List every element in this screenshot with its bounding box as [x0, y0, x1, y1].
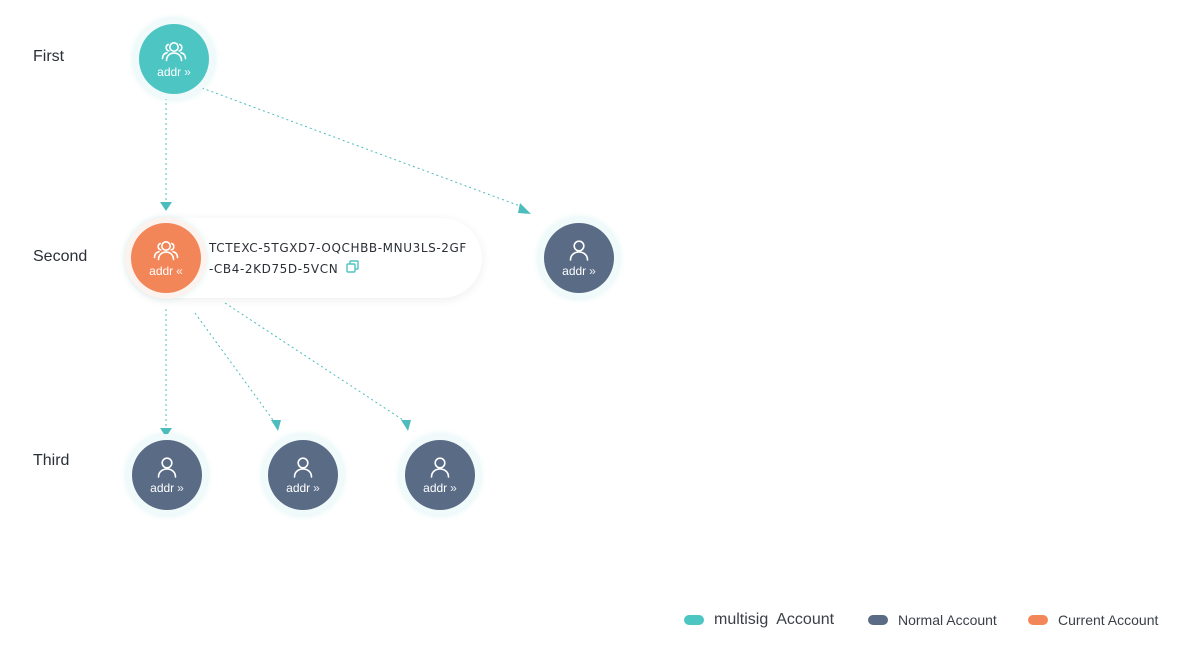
copy-icon[interactable]: [346, 259, 359, 280]
node-addr-label: addr: [423, 480, 448, 495]
node-addr-label: addr: [286, 480, 311, 495]
node-addr-label: addr: [157, 64, 182, 79]
node-third-normal-3[interactable]: addr »: [399, 434, 481, 516]
node-first-multisig[interactable]: addr »: [133, 18, 215, 100]
users-icon: [153, 239, 179, 261]
edge-second-to-third-2: [194, 312, 274, 421]
level-label-third: Third: [33, 452, 70, 469]
user-icon: [156, 456, 178, 478]
node-third-normal-2[interactable]: addr »: [262, 434, 344, 516]
arrowhead-second-to-third-3: [401, 420, 411, 431]
double-chevron-left-icon[interactable]: «: [176, 263, 183, 278]
legend-swatch-current: [1028, 615, 1048, 625]
legend-label-normal: Normal Account: [898, 612, 997, 628]
legend-swatch-multisig: [684, 615, 704, 625]
edge-first-to-second-right: [201, 87, 521, 207]
users-icon: [161, 40, 187, 62]
node-addr-label: addr: [150, 480, 175, 495]
legend-current: Current Account: [1028, 611, 1158, 629]
node-addr-label: addr: [562, 263, 587, 278]
double-chevron-right-icon[interactable]: »: [313, 480, 320, 495]
legend-label-multisig: multisig Account: [714, 611, 835, 628]
edge-second-to-third-3: [224, 302, 404, 421]
node-third-normal-1[interactable]: addr »: [126, 434, 208, 516]
arrowhead-first-to-second-right: [518, 203, 531, 214]
current-account-address: TCTEXC-5TGXD7-OQCHBB-MNU3LS-2GF-CB4-2KD7…: [209, 241, 467, 276]
legend-normal: Normal Account: [868, 611, 997, 629]
legend-label-current: Current Account: [1058, 612, 1159, 628]
current-account-card: addr « TCTEXC-5TGXD7-OQCHBB-MNU3LS-2GF-C…: [125, 217, 482, 299]
user-icon: [292, 456, 314, 478]
arrowhead-first-to-second: [160, 202, 172, 211]
node-addr-label: addr: [149, 263, 174, 278]
legend-swatch-normal: [868, 615, 888, 625]
level-label-second: Second: [33, 248, 88, 265]
double-chevron-right-icon[interactable]: »: [589, 263, 596, 278]
user-icon: [429, 456, 451, 478]
current-account-address-block: TCTEXC-5TGXD7-OQCHBB-MNU3LS-2GF-CB4-2KD7…: [209, 238, 471, 280]
arrowhead-second-to-third-2: [271, 420, 281, 431]
double-chevron-right-icon[interactable]: »: [177, 480, 184, 495]
double-chevron-right-icon[interactable]: »: [184, 64, 191, 79]
level-label-first: First: [33, 48, 65, 65]
node-second-current[interactable]: addr «: [125, 217, 207, 299]
node-second-normal[interactable]: addr »: [538, 217, 620, 299]
user-icon: [568, 239, 590, 261]
double-chevron-right-icon[interactable]: »: [450, 480, 457, 495]
arrowhead-second-to-third-1: [160, 428, 172, 437]
legend-multisig: multisig Account: [684, 611, 834, 629]
